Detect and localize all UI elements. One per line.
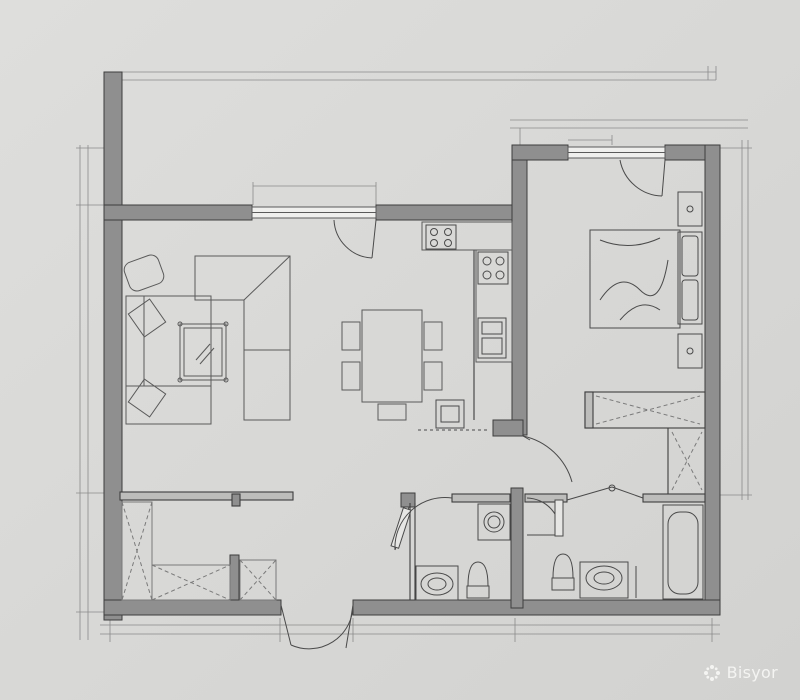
wall-bedroom-left xyxy=(511,144,528,436)
nightstand-bottom xyxy=(677,333,703,369)
sofa-corner xyxy=(125,295,212,425)
dimension-lines xyxy=(76,66,752,642)
partitions xyxy=(119,250,706,600)
wall-right-outer xyxy=(704,144,721,611)
bisyor-logo-icon xyxy=(703,664,720,681)
watermark-text: Bisyor xyxy=(726,663,778,682)
wall-top-middle xyxy=(375,204,513,221)
wall-bottom-left xyxy=(103,599,282,616)
washing-machine xyxy=(477,503,511,541)
storage-closet xyxy=(121,501,277,601)
armchair xyxy=(123,254,165,292)
kitchen-counter xyxy=(421,221,513,363)
double-bed xyxy=(589,229,703,329)
wall-bath-divider xyxy=(510,487,524,609)
wall-bottom-right xyxy=(352,599,721,616)
dining-table xyxy=(341,309,443,421)
wall-top-left xyxy=(103,204,253,221)
wardrobe xyxy=(595,395,703,491)
toilet-bath-1 xyxy=(466,561,490,599)
nightstand-top xyxy=(677,191,703,227)
toilet-bath-2 xyxy=(551,553,575,591)
doors xyxy=(280,159,666,650)
wall-left-outer xyxy=(103,71,123,621)
wall-storage-stub xyxy=(229,554,240,601)
windows xyxy=(251,146,666,219)
wall-kitchen-stub xyxy=(492,419,524,437)
sofa-l-shaped xyxy=(194,255,291,421)
washbasin-bath-1 xyxy=(415,565,459,601)
kitchen-sink xyxy=(477,317,507,359)
watermark: Bisyor xyxy=(703,663,778,682)
washbasin-bath-2 xyxy=(579,561,637,599)
wall-corridor-stub xyxy=(400,492,416,508)
wash-basin-kitchen xyxy=(418,399,490,431)
coffee-table xyxy=(177,321,229,383)
stove-cooker xyxy=(477,251,509,285)
wall-bedroom-top-left xyxy=(511,144,569,161)
stove-top xyxy=(425,224,457,250)
walls xyxy=(103,71,721,621)
bathtub xyxy=(662,504,704,600)
